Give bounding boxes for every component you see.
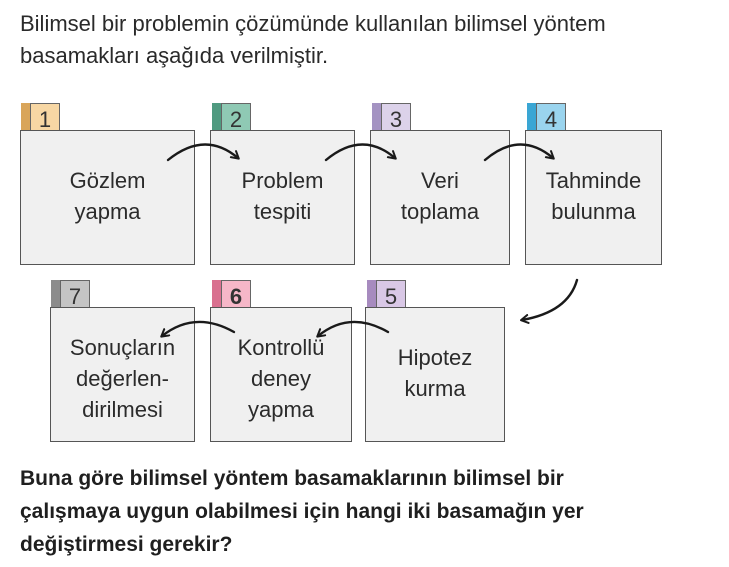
step-2-tab-fold <box>212 103 221 137</box>
question-line-2: çalışmaya uygun olabilmesi için hangi ik… <box>20 500 584 523</box>
step-7-card: Sonuçların değerlen- dirilmesi <box>50 307 195 442</box>
step-3-label: Veri toplama <box>371 165 509 227</box>
step-5-label-line-2: kurma <box>404 376 466 401</box>
step-4-card: Tahminde bulunma <box>525 130 662 265</box>
step-2-label-line-1: Problem <box>241 168 324 193</box>
step-3-label-line-1: Veri <box>421 168 459 193</box>
question-line-1: Buna göre bilimsel yöntem basamaklarının… <box>20 467 564 490</box>
intro-text: Bilimsel bir problemin çözümünde kullanı… <box>20 8 720 72</box>
step-5-label: Hipotez kurma <box>366 342 504 404</box>
step-4-label: Tahminde bulunma <box>526 165 661 227</box>
step-4-label-line-2: bulunma <box>551 199 636 224</box>
step-7-label: Sonuçların değerlen- dirilmesi <box>51 332 194 425</box>
step-2-label-line-2: tespiti <box>253 199 312 224</box>
step-4-label-line-1: Tahminde <box>545 168 642 193</box>
step-6-label-line-3: yapma <box>247 397 315 422</box>
step-6-label-line-1: Kontrollü <box>237 335 325 360</box>
step-2-card: Problem tespiti <box>210 130 355 265</box>
step-3-label-line-2: toplama <box>400 199 480 224</box>
step-1-card: Gözlem yapma <box>20 130 195 265</box>
arrow-4-to-5 <box>520 278 579 324</box>
step-6-tab-fold <box>212 280 221 314</box>
step-1-label: Gözlem yapma <box>21 165 194 227</box>
step-5-card: Hipotez kurma <box>365 307 505 442</box>
step-7-label-line-3: dirilmesi <box>82 397 163 422</box>
step-6-label-line-2: deney <box>251 366 311 391</box>
intro-line-1: Bilimsel bir problemin çözümünde kullanı… <box>20 11 606 36</box>
step-1-label-line-1: Gözlem <box>69 168 146 193</box>
step-7-label-line-2: değerlen- <box>76 366 169 391</box>
question-text: Buna göre bilimsel yöntem basamaklarının… <box>20 462 725 561</box>
step-3-card: Veri toplama <box>370 130 510 265</box>
step-7-tab-fold <box>51 280 60 314</box>
step-5-label-line-1: Hipotez <box>397 345 473 370</box>
step-5-tab-fold <box>367 280 376 314</box>
step-4-tab-fold <box>527 103 536 137</box>
question-line-3: değiştirmesi gerekir? <box>20 533 233 556</box>
intro-line-2: basamakları aşağıda verilmiştir. <box>20 43 329 68</box>
step-2-label: Problem tespiti <box>211 165 354 227</box>
step-1-label-line-2: yapma <box>74 199 141 224</box>
step-3-tab-fold <box>372 103 381 137</box>
step-7-label-line-1: Sonuçların <box>69 335 176 360</box>
step-6-label: Kontrollü deney yapma <box>211 332 351 425</box>
step-6-card: Kontrollü deney yapma <box>210 307 352 442</box>
step-1-tab-fold <box>21 103 30 137</box>
